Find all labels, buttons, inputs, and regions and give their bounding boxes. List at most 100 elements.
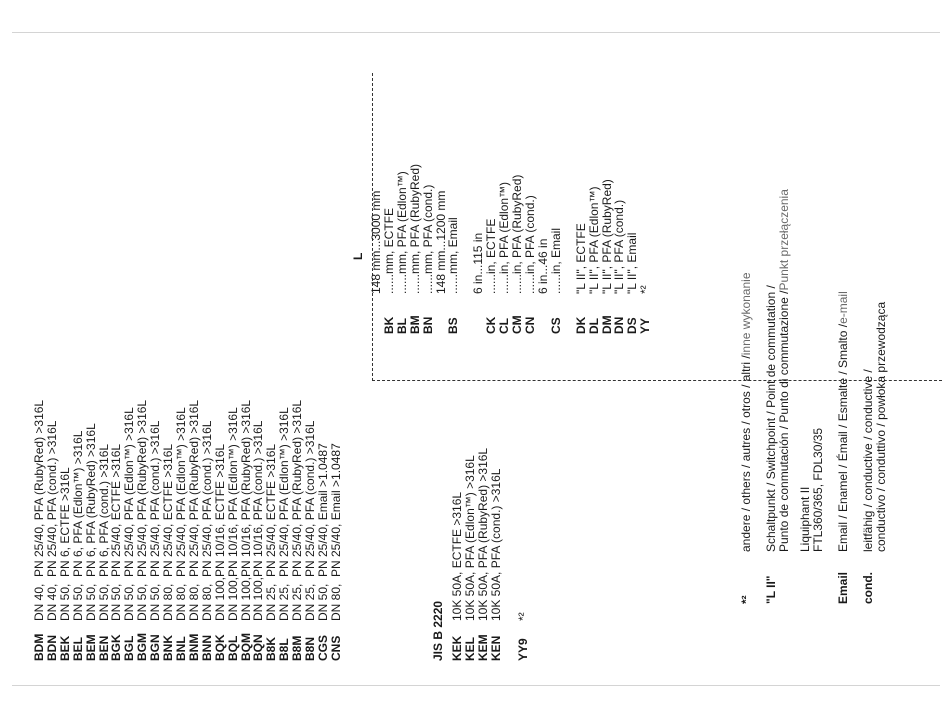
length-code: L	[351, 252, 365, 260]
spec: PN 25/40, PFA (Edlon™) >316L	[173, 407, 188, 577]
code: KEN	[488, 635, 503, 661]
legend-row: Punto de conmutación / Punto di commutaz…	[777, 189, 791, 604]
legend: *² andere / others / autres / otros / alt…	[739, 189, 888, 604]
spec: ......mm, PFA (cond.)	[420, 184, 435, 294]
spec: *²	[515, 612, 530, 621]
code: DL	[586, 318, 601, 334]
table-row: BQL DN 100,PN 10/16, PFA (Edlon™) >316L	[225, 400, 240, 661]
table-row: BNN DN 80, PN 25/40, PFA (cond.) >316L	[199, 400, 214, 661]
table-row: DK"L II", ECTFE	[573, 164, 588, 334]
dn: DN 40,	[44, 583, 59, 621]
spec: PN 6, PFA (RubyRed) >316L	[83, 423, 98, 577]
dn: DN 50,	[57, 583, 72, 621]
spec: ......mm, PFA (Edlon™)	[394, 171, 409, 294]
legend-row: conductivo / conduttivo / powłoka przewo…	[874, 189, 888, 604]
code	[370, 294, 383, 334]
legend-text-grey: e-mail	[836, 291, 850, 324]
dn-table: BDM DN 40, PN 25/40, PFA (RubyRed) >316L B…	[32, 399, 343, 661]
length-section: L	[351, 252, 367, 260]
dn: DN 50,	[83, 583, 98, 621]
code	[537, 294, 550, 334]
spec: PN 25/40, PFA (RubyRed) >316L	[32, 399, 46, 577]
dn: DN 80,	[199, 583, 214, 621]
code: YY	[638, 317, 653, 334]
spec: ......mm, Email	[446, 217, 461, 294]
spec: 10K 50A, PFA (RubyRed) >316L	[475, 447, 490, 621]
code: BS	[446, 317, 461, 334]
spec: ......mm, PFA (RubyRed)	[407, 163, 422, 294]
table-row: DL "L II", PFA (Edlon™)	[586, 164, 601, 334]
legend-text: conductivo / conduttivo / powłoka przewo…	[874, 301, 888, 552]
code: BL	[394, 318, 409, 334]
table-row: BK......mm, ECTFE	[381, 164, 396, 334]
spec: 10K 50A, ECTFE >316L	[449, 491, 464, 621]
code: BQK	[212, 634, 227, 661]
spec: 10K 50A, PFA (Edlon™) >316L	[462, 455, 477, 621]
spec: *²	[638, 285, 653, 294]
spec: "L II", PFA (Edlon™)	[586, 186, 601, 294]
page-frame	[12, 32, 940, 686]
spec: ......in, PFA (cond.)	[522, 195, 537, 294]
dn: DN 25,	[303, 583, 318, 621]
legend-key: *²	[739, 595, 753, 604]
code: BN	[420, 316, 435, 334]
spec: 10K 50A, PFA (cond.) >316L	[488, 468, 503, 621]
code: B8N	[303, 636, 318, 661]
spec: PN 25/40, PFA (cond.) >316L	[44, 420, 59, 577]
code: BNN	[199, 635, 214, 661]
spec: PN 25/40, PFA (cond.) >316L	[303, 420, 318, 577]
jis-heading: JIS B 2220	[431, 600, 445, 661]
table-row: YY *²	[638, 164, 653, 334]
dn: DN 50,	[70, 583, 85, 621]
legend-text: Email / Enamel / Émail / Esmalte / Smalt…	[836, 323, 850, 552]
dn: DN 50,	[315, 583, 330, 621]
code: KEK	[449, 635, 464, 661]
dn: DN 80,	[328, 583, 343, 621]
code: CGS	[315, 634, 330, 661]
spec: PN 10/16, ECTFE >316L	[212, 443, 227, 577]
spec: PN 25/40, PFA (cond.) >316L	[199, 420, 214, 577]
code: KEL	[462, 637, 477, 661]
legend-row: Email Email / Enamel / Émail / Esmalte / …	[836, 189, 850, 604]
jis-table: JIS B 2220 KEK 10K 50A, ECTFE >316L KEL 10…	[431, 447, 530, 661]
legend-key: Email	[836, 571, 850, 604]
table-row: DS"L II", Email	[625, 164, 639, 334]
code: BDM	[32, 633, 46, 661]
table-row: BM ......mm, PFA (RubyRed)	[407, 163, 422, 334]
dn: DN 80,	[173, 583, 188, 621]
code: CS	[548, 317, 563, 334]
table-row: B8N DN 25, PN 25/40, PFA (cond.) >316L	[303, 400, 318, 661]
code: DK	[573, 316, 588, 334]
table-row: BN ......mm, PFA (cond.)	[420, 164, 435, 334]
code: BK	[381, 316, 396, 334]
table-row: 6 in...46 in	[535, 164, 550, 334]
legend-key	[799, 552, 812, 604]
table-row: 148 mm...3000 mm	[369, 164, 383, 334]
code: BNM	[186, 633, 201, 661]
table-row: BEM DN 50, PN 6, PFA (RubyRed) >316L	[83, 400, 98, 661]
table-row: BL ......mm, PFA (Edlon™)	[394, 164, 409, 334]
spec: ......in, Email	[548, 227, 563, 294]
dn: DN 100,	[225, 576, 240, 621]
code: BQL	[225, 635, 240, 661]
table-row: BS ......mm, Email	[446, 164, 461, 334]
table-row: CN......in, PFA (cond.)	[522, 164, 537, 334]
code: BEM	[83, 634, 98, 661]
legend-text-grey: Punkt przełączenia	[777, 189, 791, 291]
legend-text: andere / others / autres / otros / altri…	[739, 355, 753, 552]
table-row: YY9*²	[515, 448, 530, 661]
spec: PN 10/16, PFA (Edlon™) >316L	[225, 407, 240, 577]
spec: 6 in...46 in	[535, 238, 550, 294]
code: BM	[407, 315, 422, 334]
table-row: KEN 10K 50A, PFA (cond.) >316L	[488, 448, 503, 661]
spec: PN 25/40, Email >1.0487	[315, 443, 330, 577]
